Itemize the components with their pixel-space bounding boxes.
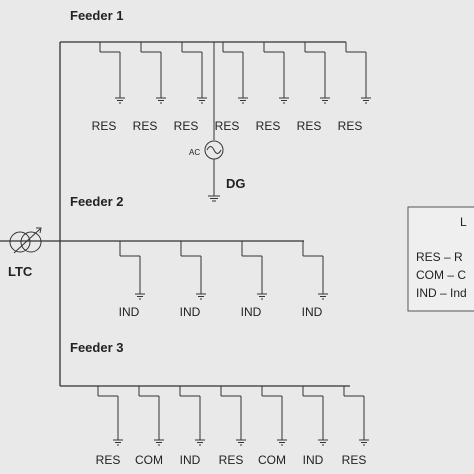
load-branch bbox=[140, 42, 162, 98]
load-branch bbox=[138, 386, 160, 440]
ground-icon bbox=[359, 439, 369, 446]
load-branch bbox=[261, 386, 283, 440]
load-branch bbox=[304, 42, 326, 98]
load-label: IND bbox=[180, 305, 201, 319]
legend-item-res: RES – R bbox=[416, 250, 463, 264]
ground-icon bbox=[320, 97, 330, 104]
load-label: RES bbox=[338, 119, 363, 133]
load-label: IND bbox=[241, 305, 262, 319]
ground-icon bbox=[195, 439, 205, 446]
dg-label: DG bbox=[226, 176, 246, 191]
ground-icon bbox=[156, 97, 166, 104]
ground-icon bbox=[115, 97, 125, 104]
load-branch bbox=[263, 42, 285, 98]
feeder-3-title: Feeder 3 bbox=[70, 340, 123, 355]
ground-icon bbox=[135, 293, 145, 300]
ground-icon bbox=[361, 97, 371, 104]
feeder-2-title: Feeder 2 bbox=[70, 194, 123, 209]
load-label: IND bbox=[119, 305, 140, 319]
legend-item-com: COM – C bbox=[416, 268, 466, 282]
ground-icon bbox=[197, 97, 207, 104]
load-branch bbox=[343, 386, 365, 440]
load-branch bbox=[241, 241, 263, 294]
feeder-1-load-labels: RES RES RES RES RES RES RES bbox=[92, 119, 363, 133]
load-branch bbox=[97, 386, 119, 440]
ground-icon bbox=[236, 439, 246, 446]
load-label: RES bbox=[96, 453, 121, 467]
ground-icon bbox=[277, 439, 287, 446]
load-branch bbox=[181, 42, 203, 98]
dg-ground-icon bbox=[208, 195, 220, 202]
legend-title: L bbox=[460, 215, 467, 229]
ground-icon bbox=[279, 97, 289, 104]
legend-item-ind: IND – Ind bbox=[416, 286, 467, 300]
load-label: IND bbox=[303, 453, 324, 467]
load-label: RES bbox=[256, 119, 281, 133]
load-branch bbox=[220, 386, 242, 440]
load-label: IND bbox=[180, 453, 201, 467]
ac-label: AC bbox=[189, 148, 200, 157]
ltc-label: LTC bbox=[8, 264, 33, 279]
load-label: RES bbox=[297, 119, 322, 133]
load-branch bbox=[302, 386, 324, 440]
load-label: IND bbox=[302, 305, 323, 319]
ltc-transformer-icon bbox=[9, 227, 42, 254]
ground-icon bbox=[318, 439, 328, 446]
feeder-2-load-labels: IND IND IND IND bbox=[119, 305, 323, 319]
load-label: RES bbox=[215, 119, 240, 133]
feeder-3-branches bbox=[97, 386, 369, 446]
load-branch bbox=[179, 386, 201, 440]
ground-icon bbox=[238, 97, 248, 104]
load-branch bbox=[345, 42, 367, 98]
ground-icon bbox=[154, 439, 164, 446]
load-branch bbox=[222, 42, 244, 98]
load-label: RES bbox=[342, 453, 367, 467]
ground-icon bbox=[113, 439, 123, 446]
load-branch bbox=[302, 241, 324, 294]
feeder-1-title: Feeder 1 bbox=[70, 8, 123, 23]
load-label: COM bbox=[258, 453, 286, 467]
ground-icon bbox=[318, 293, 328, 300]
load-branch bbox=[119, 241, 141, 294]
feeder-2-branches bbox=[119, 241, 328, 300]
sine-wave-icon bbox=[206, 146, 222, 154]
load-branch bbox=[180, 241, 202, 294]
ground-icon bbox=[196, 293, 206, 300]
load-label: COM bbox=[135, 453, 163, 467]
load-branch bbox=[99, 42, 121, 98]
load-label: RES bbox=[133, 119, 158, 133]
feeder-1-branches bbox=[99, 42, 371, 104]
ground-icon bbox=[257, 293, 267, 300]
load-label: RES bbox=[219, 453, 244, 467]
load-label: RES bbox=[92, 119, 117, 133]
legend-box bbox=[407, 206, 474, 312]
feeder-3-load-labels: RES COM IND RES COM IND RES bbox=[96, 453, 367, 467]
load-label: RES bbox=[174, 119, 199, 133]
